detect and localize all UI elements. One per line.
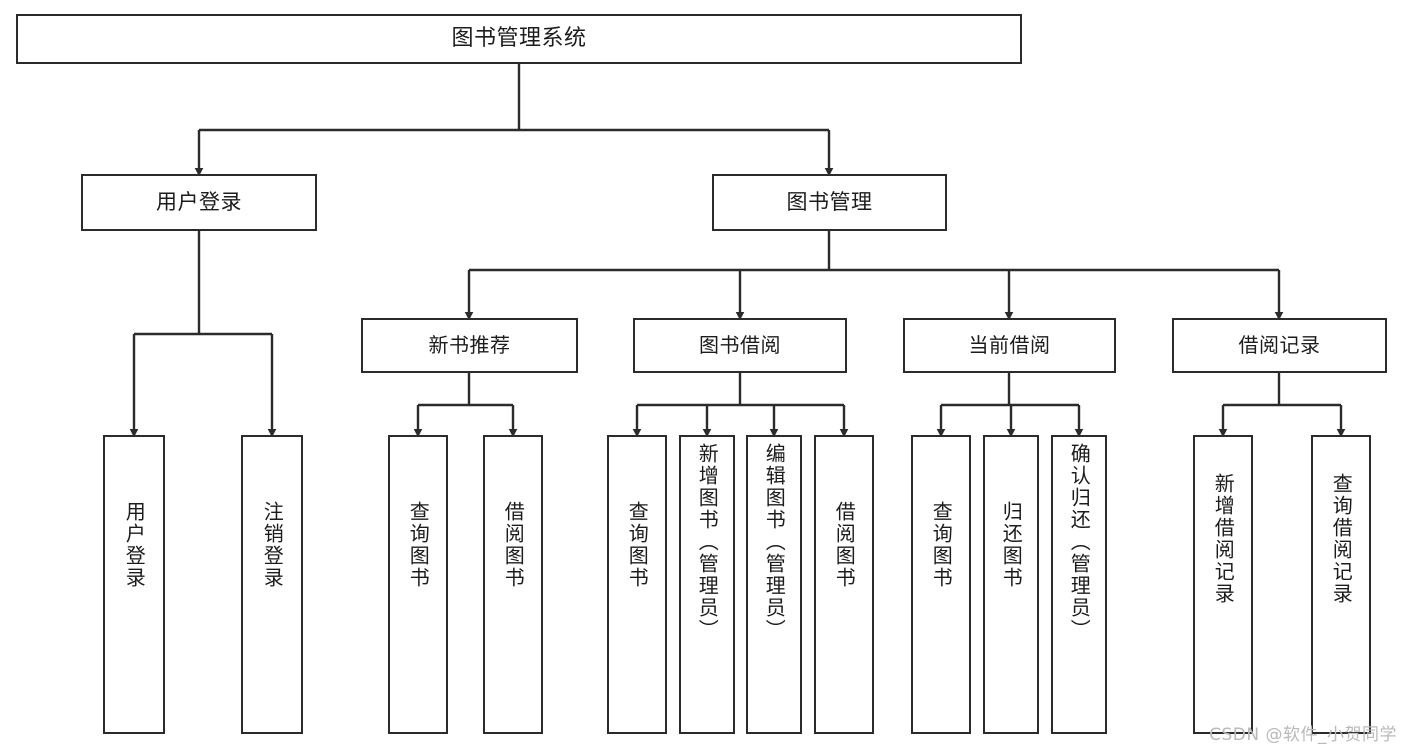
node-label: 注销登录 bbox=[260, 501, 285, 589]
leaf-node[interactable]: 查询图书 bbox=[607, 435, 667, 734]
node-borrow-record[interactable]: 借阅记录 bbox=[1172, 318, 1387, 373]
node-label: 用户登录 bbox=[122, 501, 147, 589]
node-label: 借阅图书 bbox=[501, 501, 526, 589]
leaf-node[interactable]: 确认归还（管理员） bbox=[1051, 435, 1107, 734]
leaf-node[interactable]: 归还图书 bbox=[983, 435, 1039, 734]
leaf-node[interactable]: 编辑图书（管理员） bbox=[746, 435, 802, 734]
node-label: 图书管理系统 bbox=[451, 26, 587, 52]
leaf-node[interactable]: 新增借阅记录 bbox=[1193, 435, 1253, 734]
node-label: 用户登录 bbox=[156, 190, 242, 215]
leaf-node[interactable]: 用户登录 bbox=[103, 435, 165, 734]
leaf-node[interactable]: 查询借阅记录 bbox=[1311, 435, 1371, 734]
node-label: 查询图书 bbox=[406, 501, 431, 589]
node-label: 新增借阅记录 bbox=[1211, 473, 1236, 605]
node-label: 查询图书 bbox=[625, 501, 650, 589]
node-label: 图书管理 bbox=[786, 190, 873, 215]
node-label: 编辑图书（管理员） bbox=[762, 443, 787, 641]
node-new-book-recommend[interactable]: 新书推荐 bbox=[361, 318, 578, 373]
node-book-borrow[interactable]: 图书借阅 bbox=[633, 318, 847, 373]
leaf-node[interactable]: 注销登录 bbox=[241, 435, 303, 734]
node-label: 图书借阅 bbox=[699, 333, 781, 357]
node-book-management[interactable]: 图书管理 bbox=[712, 174, 947, 231]
node-user-login[interactable]: 用户登录 bbox=[81, 174, 317, 231]
node-label: 当前借阅 bbox=[968, 333, 1051, 357]
leaf-node[interactable]: 新增图书（管理员） bbox=[679, 435, 735, 734]
leaf-node[interactable]: 借阅图书 bbox=[814, 435, 874, 734]
leaf-node[interactable]: 查询图书 bbox=[911, 435, 971, 734]
node-label: 归还图书 bbox=[999, 501, 1024, 589]
node-label: 查询借阅记录 bbox=[1329, 473, 1354, 605]
leaf-node[interactable]: 查询图书 bbox=[388, 435, 448, 734]
node-root-system[interactable]: 图书管理系统 bbox=[16, 14, 1022, 64]
leaf-node[interactable]: 借阅图书 bbox=[483, 435, 543, 734]
node-label: 借阅图书 bbox=[832, 501, 857, 589]
node-label: 借阅记录 bbox=[1238, 333, 1321, 357]
node-label: 确认归还（管理员） bbox=[1067, 443, 1092, 641]
csdn-watermark: CSDN @软件_小贺同学 bbox=[1209, 725, 1397, 745]
node-label: 查询图书 bbox=[929, 501, 954, 589]
node-label: 新书推荐 bbox=[428, 333, 511, 357]
node-current-borrow[interactable]: 当前借阅 bbox=[903, 318, 1116, 373]
node-label: 新增图书（管理员） bbox=[695, 443, 720, 641]
